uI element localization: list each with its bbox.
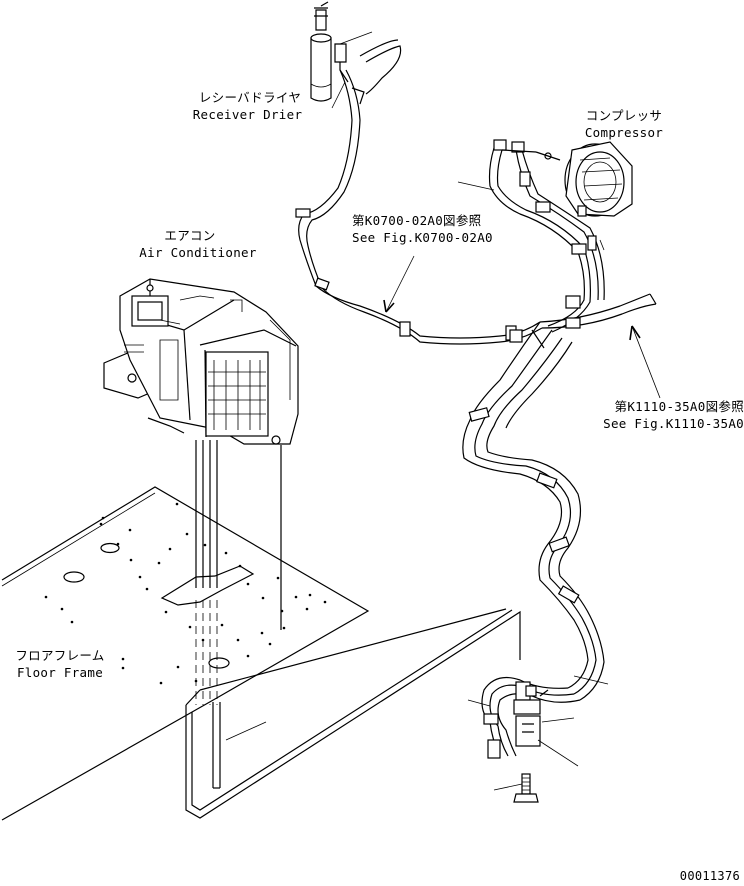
- receiver-drier-label-jp: レシーバドライヤ: [198, 90, 302, 105]
- receiver-drier-label-en: Receiver Drier: [192, 107, 303, 122]
- drawing-number: 00011376: [679, 869, 740, 883]
- lower-bracket-assembly: [481, 677, 581, 759]
- leader-lines: [225, 31, 661, 791]
- hose-bundle-right: [462, 293, 657, 701]
- drain-hoses: [185, 440, 521, 819]
- compressor-label-en: Compressor: [584, 125, 664, 140]
- floor-frame-label-jp: フロアフレーム: [15, 648, 105, 663]
- ref-fig-k0700-label-jp: 第K0700-02A0図参照: [352, 213, 482, 228]
- floor-frame-plate: [1, 486, 370, 821]
- compressor-icon: [535, 141, 633, 217]
- bolt-icon: [513, 773, 539, 803]
- compressor-label-jp: コンプレッサ: [585, 108, 663, 123]
- air-conditioner-label-jp: エアコン: [164, 228, 216, 243]
- refrigerant-hose-upper: [295, 39, 543, 345]
- receiver-drier-icon: [310, 1, 349, 102]
- air-conditioner-label-en: Air Conditioner: [139, 245, 257, 260]
- ref-fig-k1110-label-jp: 第K1110-35A0図参照: [614, 399, 744, 414]
- refrigerant-hose-compressor: [488, 139, 605, 333]
- ref-fig-k1110-label-en: See Fig.K1110-35A0: [603, 416, 744, 431]
- air-conditioner-icon: [103, 278, 299, 445]
- floor-frame-label-en: Floor Frame: [16, 665, 104, 680]
- ref-fig-k0700-label-en: See Fig.K0700-02A0: [352, 230, 493, 245]
